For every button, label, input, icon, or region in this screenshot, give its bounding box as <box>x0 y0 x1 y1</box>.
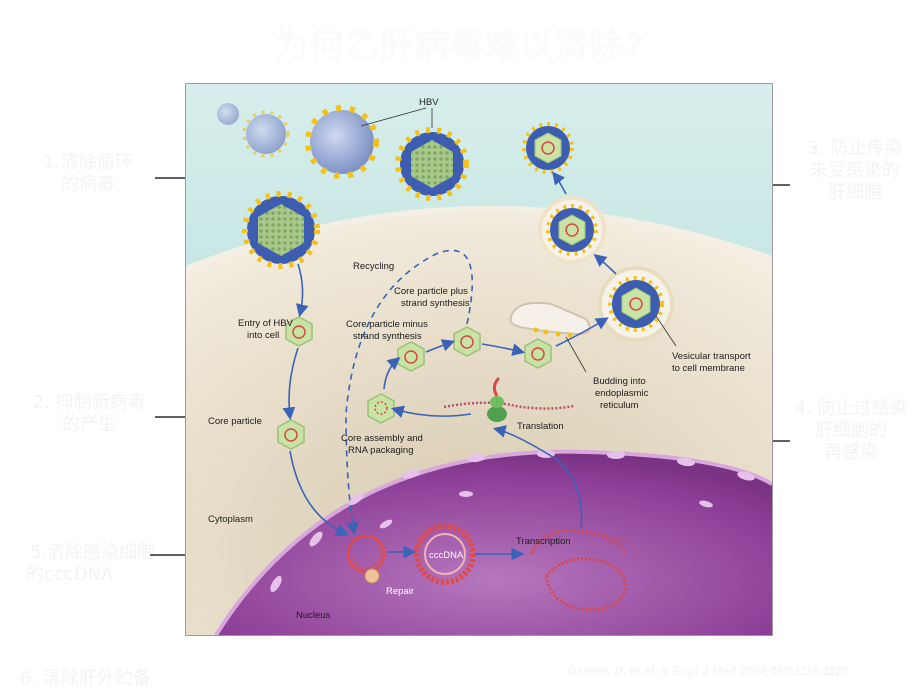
vesicle-virion <box>598 266 674 342</box>
ribosome <box>443 376 575 422</box>
label-2-line1: 2. 抑制新病毒 <box>32 392 146 413</box>
label-clear-cccdna: 5.清除感染细胞 的cccDNA <box>10 542 180 586</box>
small-virions <box>217 103 379 179</box>
repair-enzyme <box>364 568 380 584</box>
core-plus-label-1: Core particle plus <box>394 286 468 297</box>
entry-label-1: Entry of HBV <box>238 318 294 329</box>
label-1-line2: 的病毒 <box>61 174 115 195</box>
budding-label-2: endoplasmic <box>595 388 649 399</box>
label-4-line1: 4. 防止过感染 <box>794 398 908 419</box>
citation: Ganem, D. et al. N Engl J Med 2004;350:1… <box>567 664 849 678</box>
budding-label-1: Budding into <box>593 376 646 387</box>
label-1-line1: 1.清除循环 <box>43 152 133 173</box>
label-clear-circulating-virus: 1.清除循环 的病毒 <box>28 152 148 196</box>
repair-label: Repair <box>386 586 414 597</box>
core-particle <box>277 419 305 450</box>
nucleus-region <box>216 451 772 635</box>
pathway-arrows <box>282 171 617 561</box>
translation-label: Translation <box>517 421 564 432</box>
label-4-line2: 肝细胞的 <box>815 420 887 441</box>
slide-title: 为何乙肝病毒难以清除? <box>274 26 646 66</box>
nucleus-label: Nucleus <box>296 610 331 621</box>
label-prevent-infection: 3. 防止传染 未受感染的 肝细胞 <box>790 138 920 204</box>
label-3-line2: 未受感染的 <box>810 160 900 181</box>
core-particle-plus <box>453 326 481 357</box>
entry-label-2: into cell <box>247 330 279 341</box>
label-4-line3: 再感染 <box>824 442 878 463</box>
core-particle-mature <box>524 338 552 369</box>
label-prevent-superinfection: 4. 防止过感染 肝细胞的 再感染 <box>782 398 920 464</box>
assembly-label-1: Core assembly and <box>341 433 423 444</box>
core-particle-label: Core particle <box>208 416 262 427</box>
hbv-lifecycle-figure: HBV <box>185 83 773 636</box>
label-3-line3: 肝细胞 <box>828 182 882 203</box>
label-3-line1: 3. 防止传染 <box>807 138 903 159</box>
label-inhibit-new-virus: 2. 抑制新病毒 的产生 <box>14 392 164 436</box>
cccdna-ring <box>414 523 476 585</box>
label-5-line2: 的cccDNA <box>26 564 114 585</box>
budding-label-3: reticulum <box>600 400 639 411</box>
recycling-label: Recycling <box>353 261 394 272</box>
vesicular-label-2: to cell membrane <box>672 363 745 374</box>
transcription-label: Transcription <box>516 536 571 547</box>
core-assembly <box>367 393 395 424</box>
er-spikes <box>533 327 573 338</box>
core-particle-entry <box>285 316 313 347</box>
cccdna-label: cccDNA <box>429 550 464 561</box>
vesicular-label-1: Vesicular transport <box>672 351 751 362</box>
hbv-virion-top <box>395 127 469 201</box>
core-minus-label-2: strand synthesis <box>353 331 422 342</box>
cytoplasm-label: Cytoplasm <box>208 514 253 525</box>
assembly-label-2: RNA packaging <box>348 445 413 456</box>
rna-transcripts <box>529 528 639 612</box>
label-2-line2: 的产生 <box>62 414 116 435</box>
nuclear-pores <box>270 450 755 593</box>
core-minus-label-1: Core particle minus <box>346 319 428 330</box>
label-5-line1: 5.清除感染细胞 <box>30 542 156 563</box>
core-particle-minus <box>397 341 425 372</box>
core-plus-label-2: strand synthesis <box>401 298 470 309</box>
exported-virion-1 <box>522 122 574 174</box>
exported-virion-2 <box>538 196 606 264</box>
hbv-virion-entering <box>242 191 320 269</box>
hbv-label: HBV <box>419 97 439 108</box>
label-clear-reservoir: 6. 清除肝外贮备 <box>20 668 151 689</box>
